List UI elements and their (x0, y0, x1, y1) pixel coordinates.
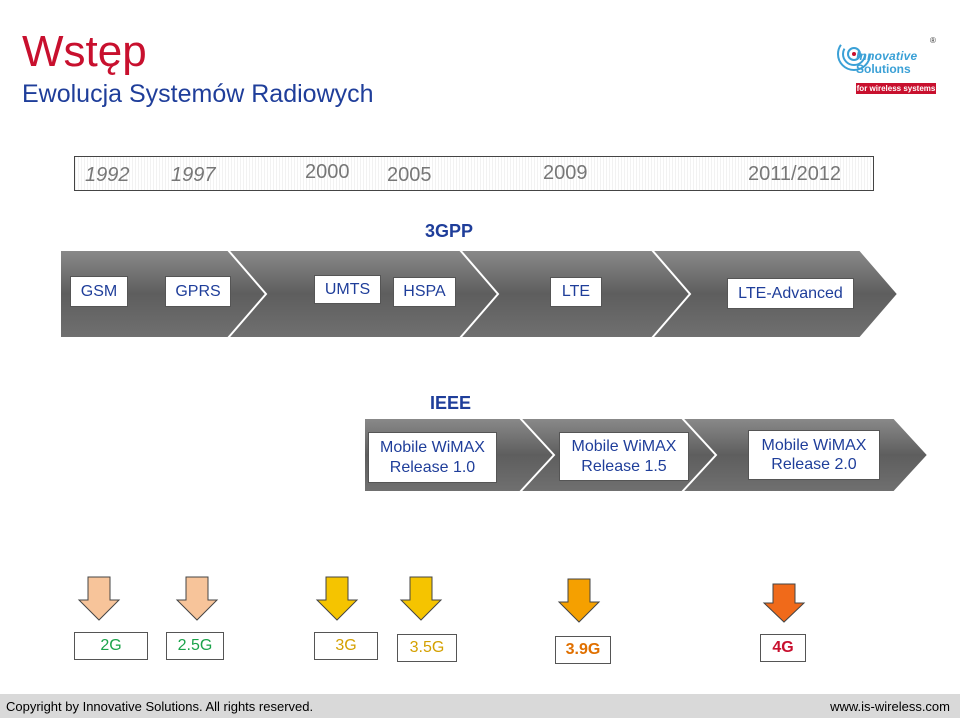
footer-bar: Copyright by Innovative Solutions. All r… (0, 694, 960, 718)
generation-3-9g: 3.9G (555, 636, 611, 664)
generation-4g: 4G (760, 634, 806, 662)
wimax-line2: Release 1.0 (389, 458, 476, 476)
wimax-line1: Mobile WiMAX (380, 439, 485, 457)
down-arrow-3-5g (399, 576, 443, 621)
wimax-line1: Mobile WiMAX (761, 436, 867, 454)
tech-box-wimax-2-0: Mobile WiMAX Release 2.0 (748, 430, 880, 480)
year-label: 2000 (305, 161, 350, 183)
generation-3g: 3G (314, 632, 378, 660)
tech-box-gsm: GSM (70, 276, 128, 307)
tech-box-wimax-1-0: Mobile WiMAX Release 1.0 (368, 432, 497, 483)
logo-tagline: for wireless systems (856, 83, 936, 94)
evolution-arrows (59, 249, 930, 623)
down-arrow-3g (315, 576, 359, 621)
tech-box-lte: LTE (550, 277, 602, 307)
wimax-line2: Release 2.0 (771, 456, 857, 473)
down-arrow-4g (762, 583, 806, 623)
slide-title: Wstęp (22, 27, 147, 76)
tech-box-lte-advanced: LTE-Advanced (727, 278, 854, 309)
down-arrow-2-5g (175, 576, 219, 621)
company-logo: Innovative Solutions for wireless system… (836, 36, 940, 98)
tech-box-hspa: HSPA (393, 277, 456, 307)
down-arrow-2g (77, 576, 121, 621)
wimax-line2: Release 1.5 (581, 457, 667, 475)
generation-3-5g: 3.5G (397, 634, 457, 662)
tech-box-gprs: GPRS (165, 276, 231, 307)
logo-wordmark-line1: Innovative (856, 49, 918, 63)
slide-subtitle: Ewolucja Systemów Radiowych (22, 80, 374, 108)
logo-wordmark-line2: Solutions (856, 62, 911, 76)
year-label: 2011/2012 (748, 163, 842, 185)
year-label: 1992 (85, 164, 130, 186)
year-label: 2009 (543, 162, 588, 184)
down-arrow-3-9g (557, 578, 601, 623)
section-label-ieee: IEEE (430, 393, 472, 413)
section-label-3gpp: 3GPP (425, 221, 474, 241)
registered-mark: ® (930, 36, 936, 45)
footer-copyright: Copyright by Innovative Solutions. All r… (6, 699, 314, 714)
signal-rings-icon (837, 37, 871, 71)
year-label: 2005 (387, 164, 432, 186)
year-timeline: 1992 1997 2000 2005 2009 2011/2012 (74, 156, 874, 191)
generation-2g: 2G (74, 632, 148, 660)
tech-box-umts: UMTS (314, 275, 381, 304)
year-label: 1997 (171, 164, 216, 186)
wimax-line1: Mobile WiMAX (571, 438, 677, 456)
tech-box-wimax-1-5: Mobile WiMAX Release 1.5 (559, 432, 689, 481)
generation-2-5g: 2.5G (166, 632, 224, 660)
footer-website-link[interactable]: www.is-wireless.com (830, 699, 950, 714)
